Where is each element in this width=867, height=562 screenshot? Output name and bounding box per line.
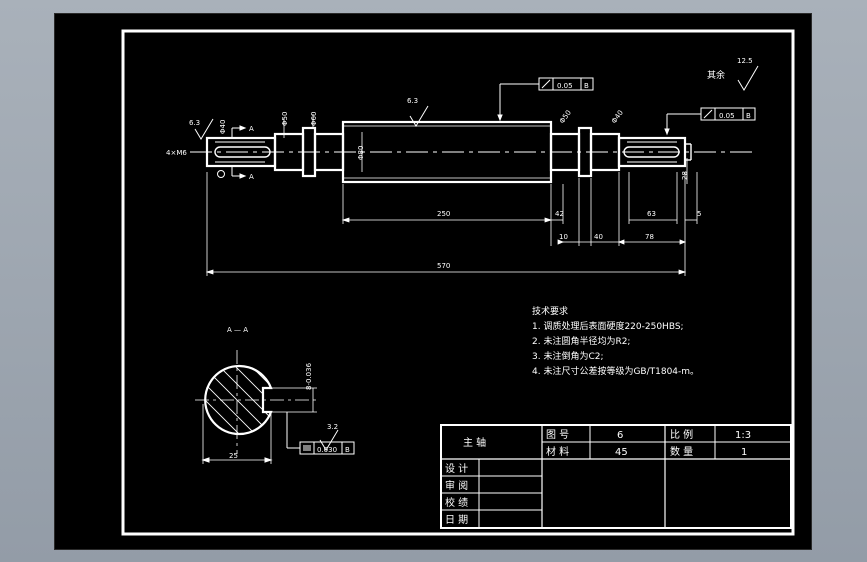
section-title: A — A bbox=[227, 326, 248, 334]
part-name: 主 轴 bbox=[463, 436, 486, 449]
dim-40: 40 bbox=[594, 233, 603, 241]
tol-runout-2-datum: B bbox=[746, 112, 751, 120]
rest-roughness-value: 12.5 bbox=[737, 57, 753, 65]
engineering-drawing: 250 570 42 10 40 78 63 5 Φ40 Φ50 Φ60 Φ80… bbox=[121, 29, 795, 536]
dim-25: 25 bbox=[229, 452, 238, 460]
sheet-border bbox=[121, 29, 795, 536]
dim-key-width: 8-0.036 bbox=[305, 362, 313, 390]
dimension-labels: 250 570 42 10 40 78 63 5 Φ40 Φ50 Φ60 Φ80… bbox=[166, 109, 701, 270]
dim-dia-c: Φ60 bbox=[310, 112, 318, 126]
tb-scale: 1:3 bbox=[735, 430, 751, 441]
section-view bbox=[195, 350, 317, 464]
dim-10: 10 bbox=[559, 233, 568, 241]
tb-proof: 校 绩 bbox=[445, 496, 468, 509]
dim-dia-a: Φ40 bbox=[219, 120, 227, 134]
tb-drawing-no: 6 bbox=[617, 430, 623, 441]
tol-symmetry-datum: B bbox=[345, 446, 350, 454]
tb-qty-label: 数 量 bbox=[670, 445, 693, 458]
tb-design: 设 计 bbox=[445, 462, 468, 475]
title-block-text: 主 轴 图 号 6 比 例 1:3 材 料 45 数 量 1 设 计 审 阅 校… bbox=[445, 428, 751, 526]
dim-dia-b: Φ50 bbox=[281, 112, 289, 126]
section-mark-a-bottom: A bbox=[249, 173, 254, 181]
tol-runout-1-datum: B bbox=[584, 82, 589, 90]
tolerance-frames bbox=[286, 77, 756, 455]
tb-drawing-no-label: 图 号 bbox=[546, 429, 569, 441]
tb-qty: 1 bbox=[741, 447, 747, 458]
shaft-seg-right bbox=[617, 136, 687, 168]
keyway-right bbox=[623, 146, 680, 158]
tol-runout-1: 0.05 bbox=[557, 82, 573, 90]
cad-viewport[interactable]: 250 570 42 10 40 78 63 5 Φ40 Φ50 Φ60 Φ80… bbox=[55, 14, 811, 549]
shaft-view bbox=[190, 120, 755, 184]
tol-runout-2: 0.05 bbox=[719, 112, 735, 120]
dim-570: 570 bbox=[437, 262, 450, 270]
technical-notes: 技术要求 1. 调质处理后表面硬度220-250HBS; 2. 未注圆角半径均为… bbox=[532, 305, 699, 377]
tb-date: 日 期 bbox=[445, 514, 468, 526]
tb-material: 45 bbox=[615, 447, 628, 458]
roughness-3: 3.2 bbox=[327, 423, 338, 431]
title-block bbox=[440, 424, 792, 529]
dim-42: 42 bbox=[555, 210, 564, 218]
notes-title: 技术要求 bbox=[532, 305, 568, 317]
keyway-left bbox=[214, 146, 271, 158]
dim-key-depth: 28 bbox=[681, 171, 689, 180]
section-mark-a-top: A bbox=[249, 125, 254, 133]
dim-dia-d: Φ50 bbox=[558, 109, 573, 125]
roughness-1: 6.3 bbox=[189, 119, 200, 127]
dimension-lines bbox=[205, 114, 698, 276]
tb-material-label: 材 料 bbox=[546, 445, 569, 458]
note-4: 4. 未注尺寸公差按等级为GB/T1804-m。 bbox=[532, 365, 699, 377]
dim-250: 250 bbox=[437, 210, 450, 218]
note-1: 1. 调质处理后表面硬度220-250HBS; bbox=[532, 320, 684, 332]
dim-78: 78 bbox=[645, 233, 654, 241]
dim-63: 63 bbox=[647, 210, 656, 218]
section-marks bbox=[217, 125, 247, 179]
tb-scale-label: 比 例 bbox=[670, 428, 693, 441]
tol-symmetry: 0.030 bbox=[317, 446, 337, 454]
note-3: 3. 未注倒角为C2; bbox=[532, 350, 604, 362]
roughness-2: 6.3 bbox=[407, 97, 418, 105]
dim-thread: 4×M6 bbox=[166, 149, 187, 157]
dim-dia-e: Φ40 bbox=[610, 109, 625, 125]
dim-5: 5 bbox=[697, 210, 701, 218]
rest-roughness-label: 其余 bbox=[707, 69, 725, 81]
dim-dia-main: Φ80 bbox=[357, 146, 365, 160]
roughness-symbols bbox=[194, 65, 759, 451]
note-2: 2. 未注圆角半径均为R2; bbox=[532, 335, 630, 347]
tb-review: 审 阅 bbox=[445, 479, 468, 492]
